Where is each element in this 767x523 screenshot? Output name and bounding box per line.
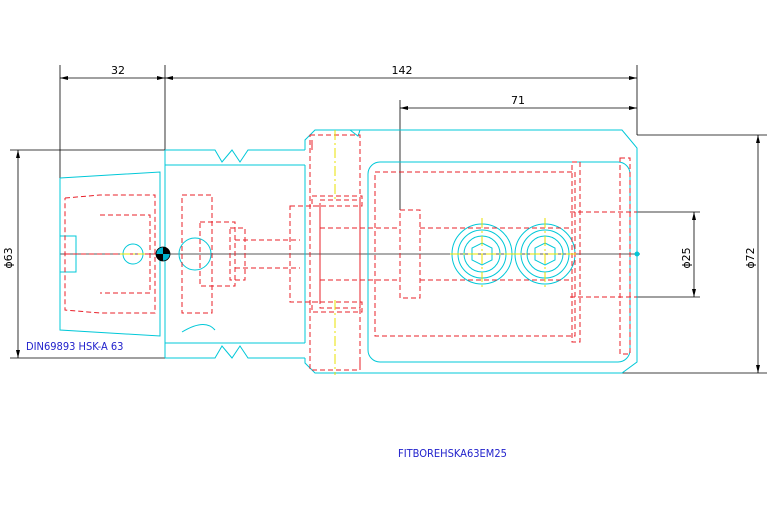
tool-outline <box>59 129 638 374</box>
dim-32-label: 32 <box>111 64 125 77</box>
dim-142-label: 142 <box>392 64 413 77</box>
gauge-point-marker <box>155 246 640 262</box>
standard-label: DIN69893 HSK-A 63 <box>26 340 123 353</box>
dim-phi72-label: ϕ72 <box>744 247 757 268</box>
dim-71-label: 71 <box>511 94 525 107</box>
dim-phi63-label: ϕ63 <box>2 247 15 268</box>
hidden-lines <box>64 134 637 371</box>
part-number-label: FITBOREHSKA63EM25 <box>398 447 507 460</box>
dim-phi25-label: ϕ25 <box>680 247 693 268</box>
center-lines <box>120 130 578 375</box>
dimension-lines <box>10 65 767 374</box>
